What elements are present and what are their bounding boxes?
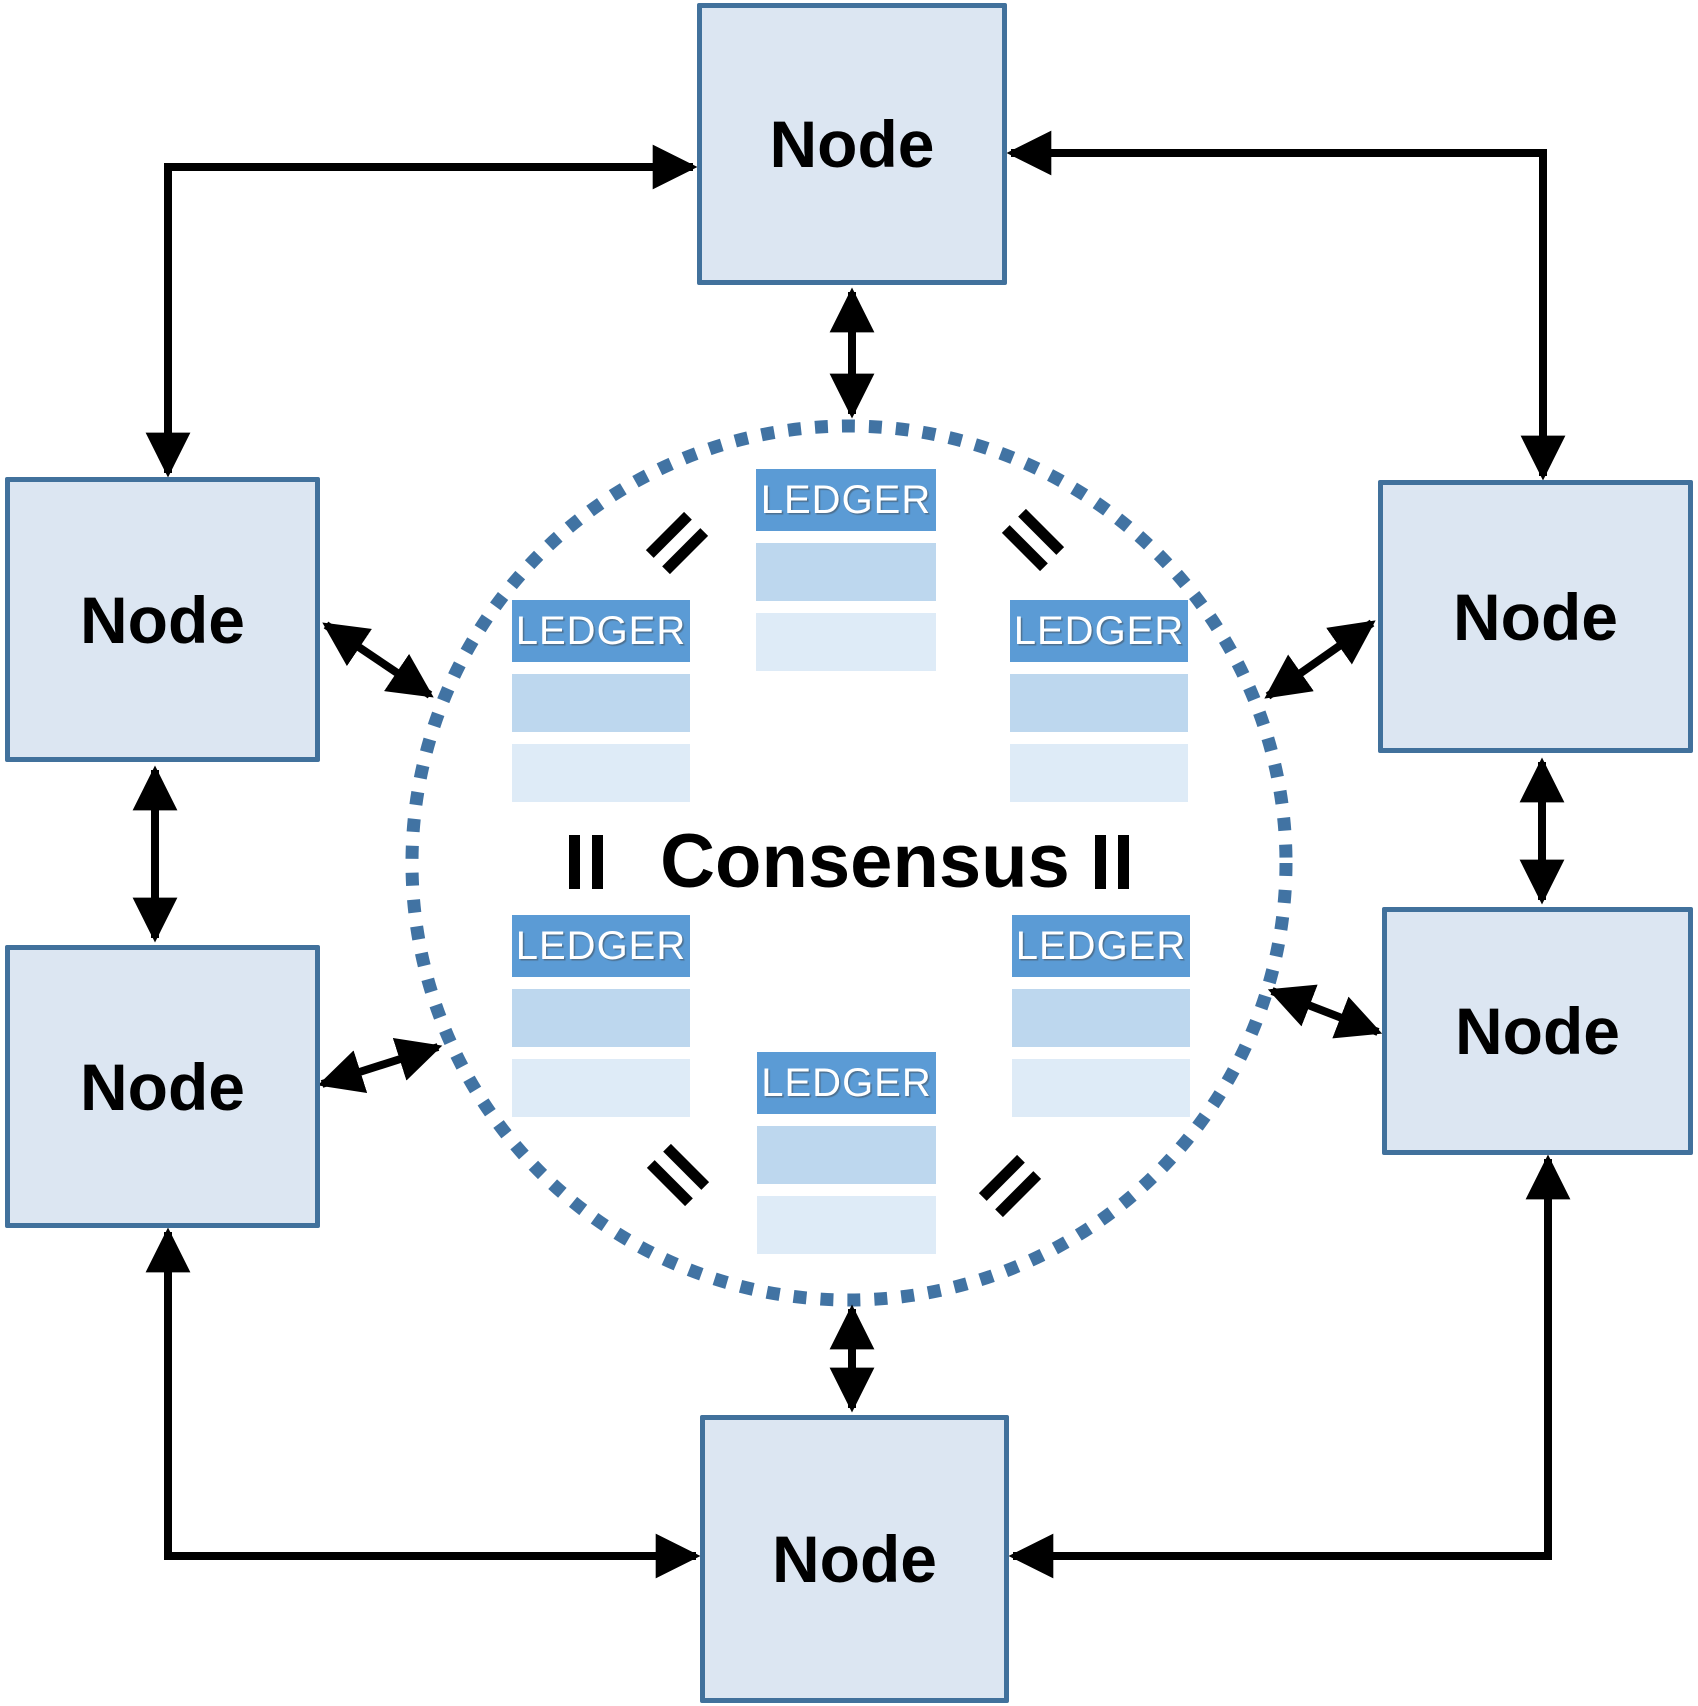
node-label: Node: [769, 107, 935, 181]
link-lowerleft-circle: [317, 1037, 443, 1094]
ledger-row: [512, 989, 690, 1047]
node-label: Node: [80, 582, 245, 657]
node-label: Node: [772, 1522, 937, 1596]
ledger-row: [757, 1126, 936, 1184]
ledger-lower-left: LEDGER: [512, 915, 690, 1117]
link-bottomnode-lowerright: [1008, 1154, 1571, 1579]
node-label: Node: [1455, 994, 1620, 1068]
node-box-lower-right: Node: [1382, 907, 1693, 1155]
ledger-row: [1012, 1059, 1190, 1117]
ledger-header: LEDGER: [512, 915, 690, 977]
ledger-row: [1012, 989, 1190, 1047]
ledger-row: [512, 744, 690, 802]
ledger-header: LEDGER: [756, 469, 936, 531]
ledger-header: LEDGER: [757, 1052, 936, 1114]
node-box-lower-left: Node: [5, 945, 320, 1228]
ledger-row: [1010, 744, 1188, 802]
node-label: Node: [80, 1049, 245, 1124]
link-upperleft-circle: [322, 621, 434, 699]
ledger-header: LEDGER: [1010, 600, 1188, 662]
ledger-lower-right: LEDGER: [1012, 915, 1190, 1117]
node-box-upper-right: Node: [1378, 480, 1693, 753]
ledger-bottom-center: LEDGER: [757, 1052, 936, 1254]
ledger-row: [756, 543, 936, 601]
ledger-row: [512, 674, 690, 732]
ledger-row: [756, 613, 936, 671]
link-topnode-upperleft: [145, 144, 698, 478]
link-topnode-upperright: [1006, 130, 1566, 481]
node-box-top: Node: [697, 3, 1007, 285]
node-box-bottom: Node: [700, 1415, 1009, 1703]
node-box-upper-left: Node: [5, 477, 320, 762]
ledger-top-center: LEDGER: [756, 469, 936, 671]
link-lowerright-circle: [1267, 984, 1383, 1039]
ledger-middle-right: LEDGER: [1010, 600, 1188, 802]
consensus-circle: [405, 419, 1293, 1307]
node-label: Node: [1453, 579, 1618, 654]
ledger-header: LEDGER: [512, 600, 690, 662]
link-upperright-circle: [1264, 619, 1376, 700]
ledger-middle-left: LEDGER: [512, 600, 690, 802]
ledger-row: [512, 1059, 690, 1117]
ledger-row: [1010, 674, 1188, 732]
link-bottomnode-lowerleft: [145, 1227, 701, 1579]
ledger-row: [757, 1196, 936, 1254]
equals-icon-middle-left: [569, 835, 603, 889]
consensus-label: Consensus: [660, 819, 1070, 904]
ledger-header: LEDGER: [1012, 915, 1190, 977]
